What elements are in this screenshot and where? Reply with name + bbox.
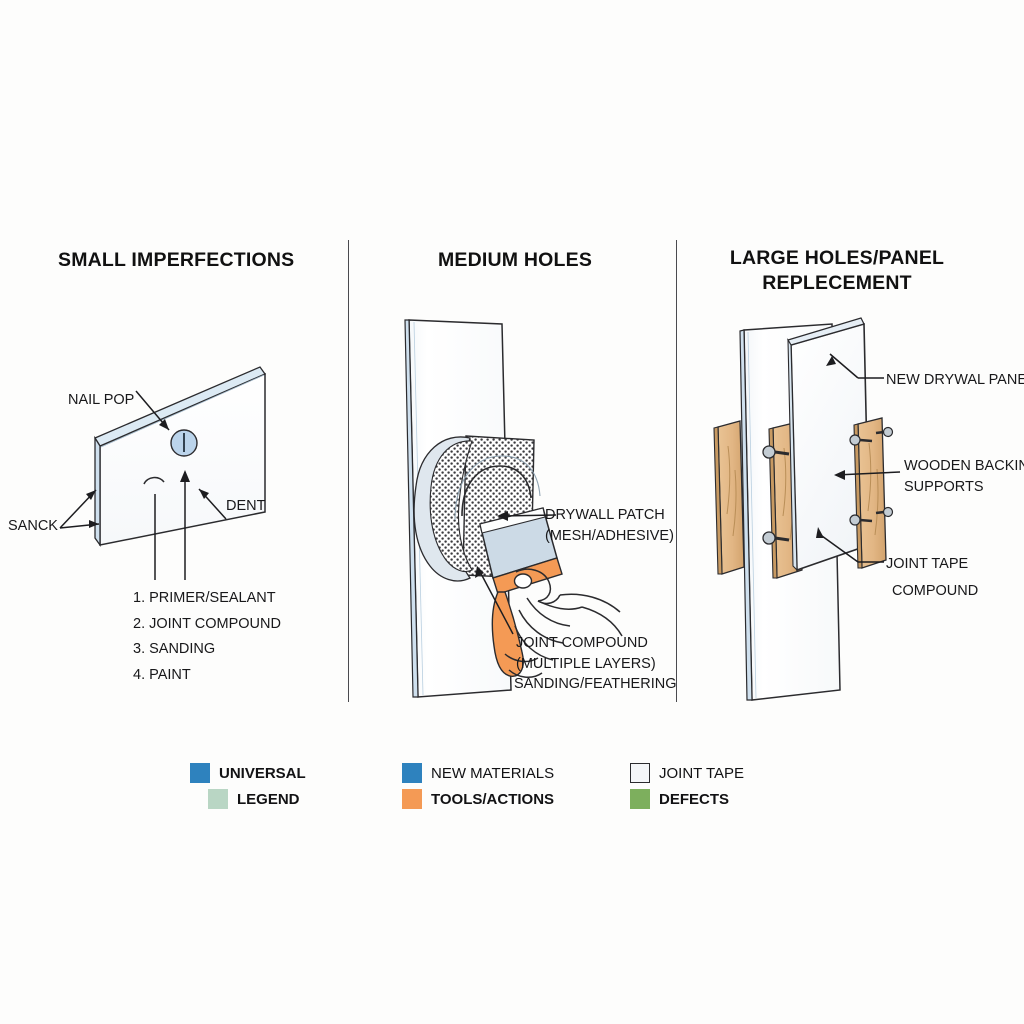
legend-swatch-defects	[630, 789, 650, 809]
label-dent: DENT	[226, 498, 266, 514]
legend-swatch-joint-tape	[630, 763, 650, 783]
new-drywall-panel	[787, 317, 870, 572]
panel-divider-left	[348, 240, 350, 702]
legend-label-joint-tape: JOINT TAPE	[659, 764, 745, 782]
panel-title-large-line1: LARGE HOLES/PANEL	[729, 247, 945, 269]
step-item: 2. JOINT COMPOUND	[133, 615, 281, 632]
screw	[875, 426, 894, 438]
label-joint-compound: JOINT COMPOUND (MULTIPLE LAYERS)	[516, 633, 656, 675]
label-new-drywall-panel: NEW DRYWAL PANEL	[886, 372, 1024, 388]
drywall-board	[94, 366, 266, 548]
legend-item-tools-actions: TOOLS/ACTIONS	[402, 789, 630, 809]
leader-dent	[198, 488, 227, 520]
legend-label-legend: LEGEND	[237, 790, 300, 808]
label-nail-pop: NAIL POP	[68, 392, 135, 408]
label-sanck: SANCK	[8, 518, 58, 534]
step-item: 4. PAINT	[133, 666, 191, 683]
legend-swatch-tools-actions	[402, 789, 422, 809]
panel-title-large-line2: REPLECEMENT	[762, 271, 912, 294]
legend-item-universal: UNIVERSAL	[190, 763, 402, 783]
legend: UNIVERSAL NEW MATERIALS JOINT TAPE LEGEN…	[190, 760, 810, 812]
screw	[762, 445, 790, 459]
leader-wooden-backing	[834, 470, 901, 480]
panel-title-small-imperfections: SMALL IMPERFECTIONS	[58, 249, 295, 271]
label-compound: COMPOUND	[892, 583, 979, 599]
panel-divider-right	[676, 240, 678, 702]
label-drywall-patch-line1: DRYWALL PATCH	[545, 507, 665, 523]
legend-swatch-legend	[208, 789, 228, 809]
label-wooden-backing-line1: WOODEN BACKING/	[904, 458, 1024, 474]
legend-label-universal: UNIVERSAL	[219, 764, 306, 782]
panel-title-large-holes: LARGE HOLES/PANEL REPLECEMENT	[712, 246, 962, 296]
nail-pop-marker	[170, 429, 198, 457]
legend-swatch-universal	[190, 763, 210, 783]
label-joint-compound-line1: JOINT COMPOUND	[516, 635, 648, 651]
dent-marker	[143, 476, 165, 485]
legend-item-joint-tape: JOINT TAPE	[630, 763, 810, 783]
label-wooden-backing-line2: SUPPORTS	[904, 479, 984, 496]
label-wooden-backing: WOODEN BACKING/ SUPPORTS	[904, 456, 1024, 498]
legend-item-new-materials: NEW MATERIALS	[402, 763, 630, 783]
label-joint-tape: JOINT TAPE	[886, 556, 969, 572]
step-item: 1. PRIMER/SEALANT	[133, 590, 276, 606]
repair-steps-list: 1. PRIMER/SEALANT 2. JOINT COMPOUND 3. S…	[133, 586, 281, 688]
screw	[849, 434, 873, 446]
screw	[849, 514, 873, 526]
leader-joint-tape	[816, 527, 884, 563]
panel-title-medium-holes: MEDIUM HOLES	[437, 249, 593, 271]
screw	[875, 506, 894, 518]
leader-drywall-patch	[497, 511, 557, 521]
hand-illustration	[504, 568, 623, 678]
leader-joint-compound	[475, 566, 514, 635]
step-item: 3. SANDING	[133, 641, 216, 657]
screw	[762, 531, 790, 545]
joint-compound-smear	[413, 436, 541, 582]
leader-steps-arrows	[154, 470, 190, 580]
legend-swatch-new-materials	[402, 763, 422, 783]
legend-label-defects: DEFECTS	[659, 790, 730, 808]
legend-item-defects: DEFECTS	[630, 789, 810, 809]
legend-item-legend: LEGEND	[190, 789, 402, 809]
wooden-support-rear-left	[713, 420, 745, 575]
leader-sanck	[59, 489, 100, 529]
label-drywall-patch-line2: (MESH/ADHESIVE)	[545, 528, 674, 545]
wooden-support-right	[849, 417, 894, 569]
label-drywall-patch: DRYWALL PATCH (MESH/ADHESIVE)	[545, 505, 674, 547]
label-sanding-feathering: SANDING/FEATHERING	[514, 676, 677, 692]
leader-nail-pop	[135, 390, 170, 431]
wall-slab-medium	[404, 319, 512, 698]
leader-new-panel	[826, 353, 884, 379]
legend-label-new-materials: NEW MATERIALS	[431, 764, 555, 782]
label-joint-compound-line2: (MULTIPLE LAYERS)	[516, 656, 656, 673]
putty-knife	[479, 507, 563, 677]
illustration-small-imperfections	[59, 366, 266, 580]
legend-label-tools-actions: TOOLS/ACTIONS	[431, 790, 555, 808]
